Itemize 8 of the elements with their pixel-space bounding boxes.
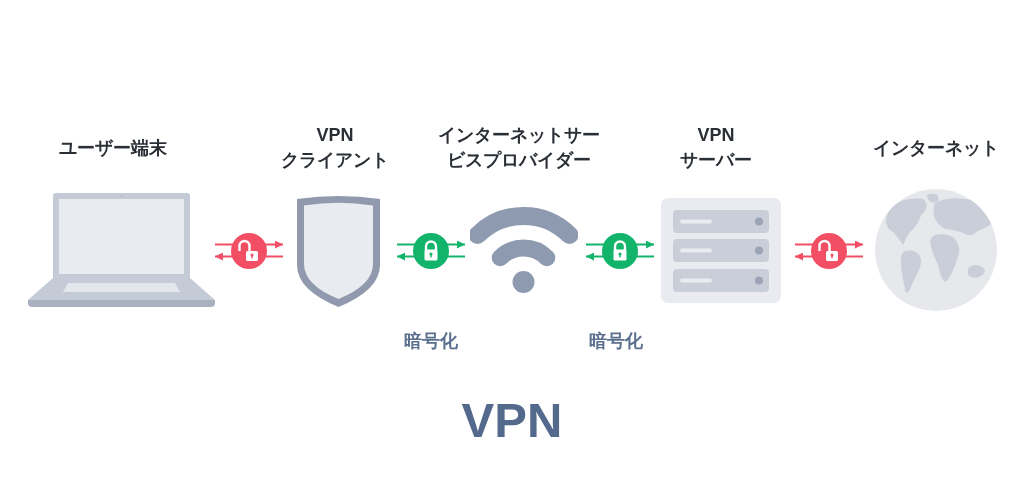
heading: ユーザー端末: [59, 136, 167, 160]
label: 暗号化: [588, 330, 643, 352]
title: VPN: [461, 392, 563, 448]
heading: VPN サーバー: [679, 124, 753, 172]
heading: インターネット: [873, 136, 999, 160]
label: 暗号化: [404, 330, 458, 352]
heading: VPN クライアント: [280, 124, 390, 172]
heading: インターネットサービスプロバイダー: [437, 124, 601, 172]
